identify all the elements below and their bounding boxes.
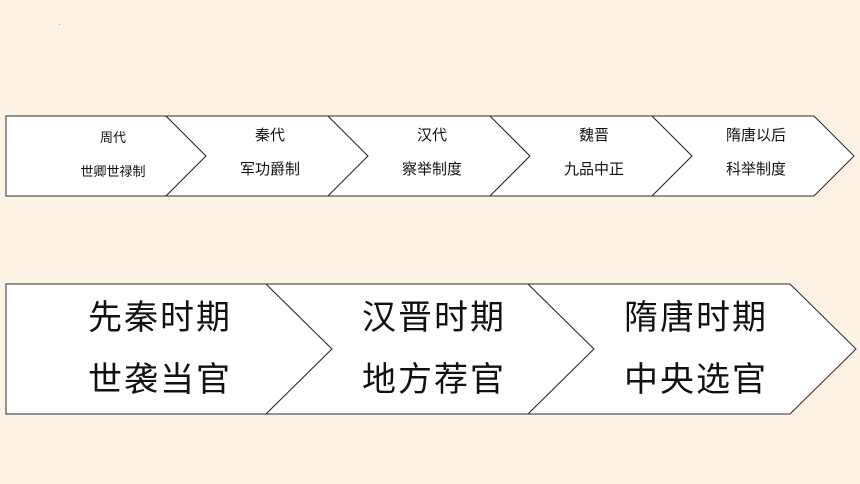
row2-suitang-method: 中央选官 [624,360,768,400]
row2-label-hanjin: 汉晋时期 地方荐官 [324,287,544,411]
row1-zhou-system: 世卿世禄制 [80,165,146,180]
row1-han-system: 察举制度 [401,160,462,178]
row1-zhou-era: 周代 [99,131,126,146]
row2-label-suitang: 隋唐时期 中央选官 [586,287,806,411]
row1-label-suitang: 隋唐以后 科举制度 [686,118,826,186]
row1-weijin-system: 九品中正 [563,160,624,178]
row1-label-zhou: 周代 世卿世禄制 [28,122,198,190]
row2-xianqin-period: 先秦时期 [88,298,232,338]
row1-suitang-system: 科举制度 [725,160,786,178]
row1-label-qin: 秦代 军功爵制 [200,118,340,186]
row1-qin-system: 军功爵制 [239,160,300,178]
row1-label-weijin: 魏晋 九品中正 [524,118,664,186]
row2-label-xianqin: 先秦时期 世袭当官 [50,287,270,411]
row2-xianqin-method: 世袭当官 [88,360,232,400]
row2-suitang-period: 隋唐时期 [624,298,768,338]
row2-hanjin-period: 汉晋时期 [362,298,506,338]
row1-chevron-suitang [650,115,855,197]
row2-chevron-suitang [526,283,857,415]
speck-mark [59,24,60,25]
row1-label-han: 汉代 察举制度 [362,118,502,186]
row1-han-era: 汉代 [416,126,447,144]
row2-hanjin-method: 地方荐官 [362,360,506,400]
row1-suitang-era: 隋唐以后 [725,126,786,144]
row1-weijin-era: 魏晋 [578,126,609,144]
row1-qin-era: 秦代 [254,126,285,144]
